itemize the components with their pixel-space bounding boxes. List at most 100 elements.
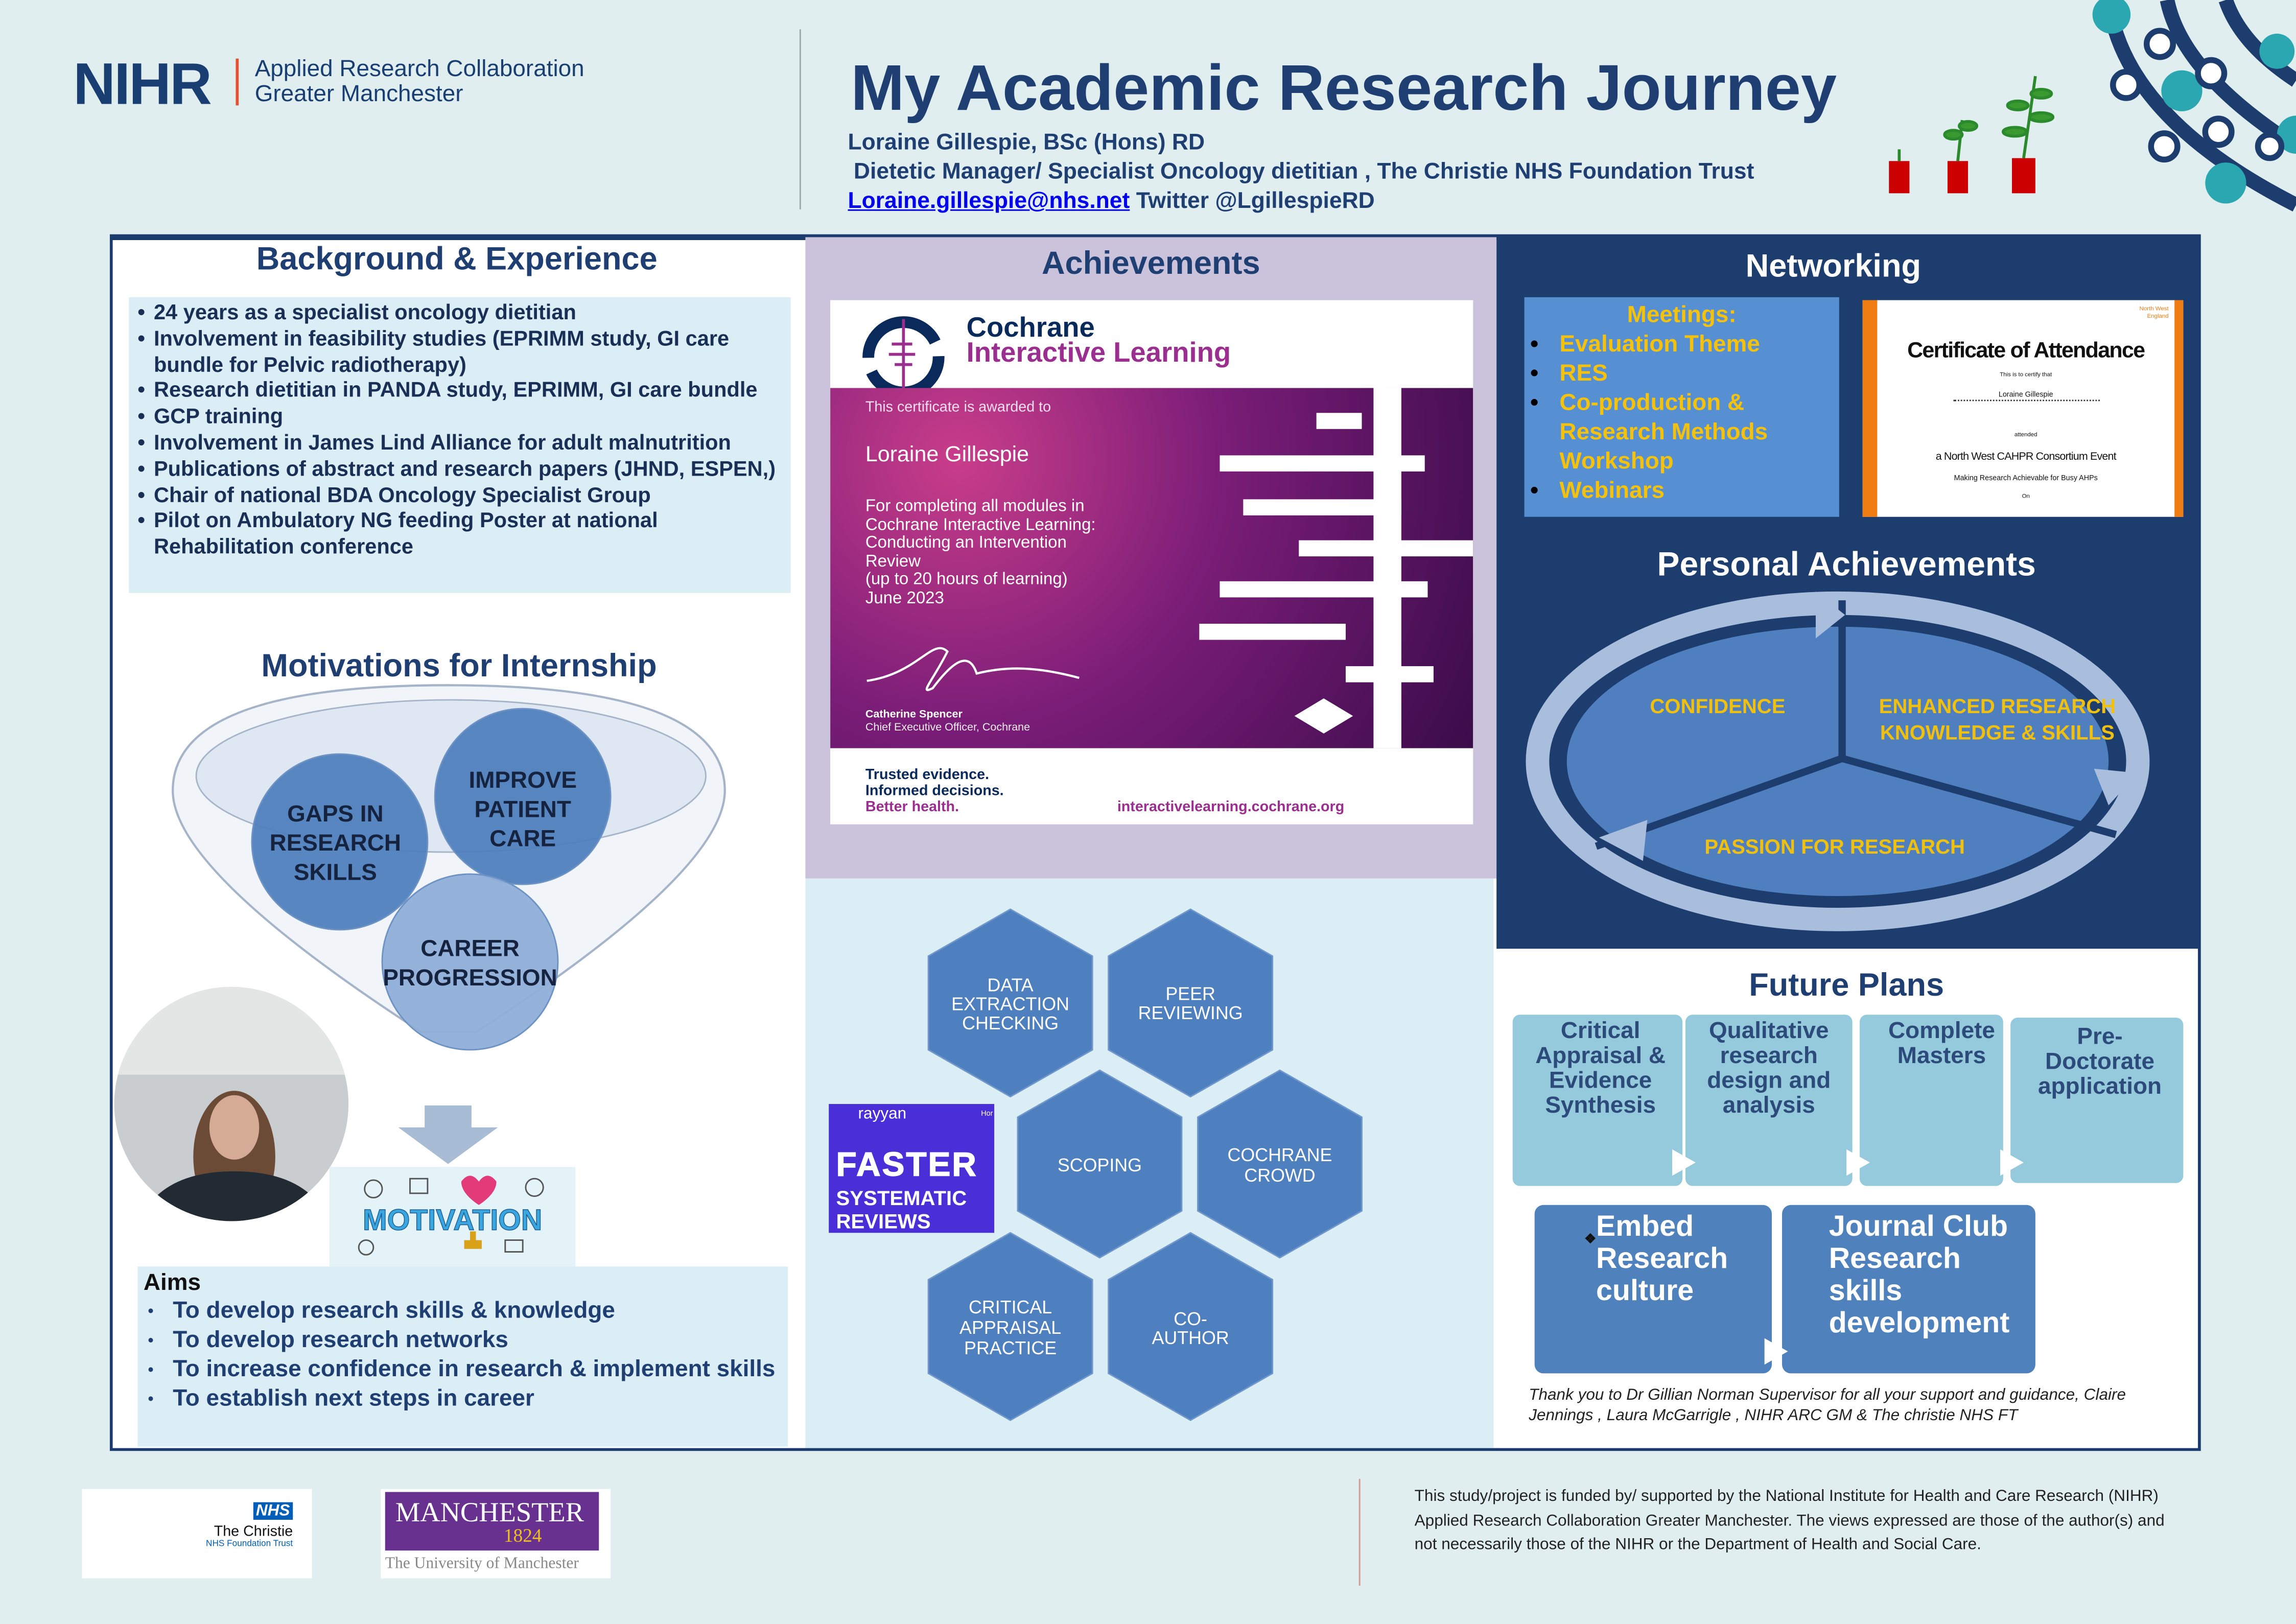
career-line: PROGRESSION: [383, 964, 557, 991]
background-item: Chair of national BDA Oncology Specialis…: [135, 484, 785, 510]
tagline-2: Informed decisions.: [865, 783, 1004, 799]
gaps-line: GAPS IN: [287, 800, 384, 827]
meetings-box: Meetings: Evaluation Theme RES Co-produc…: [1524, 297, 1839, 517]
cert-subtitle: Making Research Achievable for Busy AHPs: [1954, 474, 2098, 483]
meeting-item: Evaluation Theme: [1530, 331, 1833, 360]
step-arrow-icon: [1764, 1338, 1788, 1365]
aims-box: Aims To develop research skills & knowle…: [137, 1266, 788, 1447]
manchester-logo: MANCHESTER 1824 The University of Manche…: [381, 1489, 611, 1579]
arrow-down-icon: [398, 1105, 498, 1164]
improve-line: PATIENT: [475, 795, 571, 822]
manchester-logo-bg: [385, 1492, 599, 1551]
cochrane-brand-sub: Interactive Learning: [966, 338, 1231, 369]
cycle-arrowhead-icon: [1599, 820, 1648, 861]
signer-name: Catherine Spencer: [865, 707, 963, 721]
future-embed: Embed Research culture: [1596, 1211, 1728, 1308]
hex-label: CRITICAL: [969, 1297, 1052, 1317]
improve-line: IMPROVE: [468, 766, 576, 793]
funding-statement: This study/project is funded by/ support…: [1414, 1487, 2165, 1554]
hexagon: [1017, 1069, 1183, 1259]
gaps-line: RESEARCH: [270, 829, 401, 856]
logo-sub-line2: Greater Manchester: [254, 82, 463, 107]
hex-label: CHECKING: [962, 1013, 1059, 1033]
gaps-circle: [251, 753, 429, 931]
cochrane-tagline: Trusted evidence. Informed decisions. Be…: [865, 767, 1004, 816]
author-role: Dietetic Manager/ Specialist Oncology di…: [853, 159, 1754, 185]
meetings-list: Evaluation Theme RES Co-production & Res…: [1530, 331, 1833, 507]
rayyan-faster: FASTER: [836, 1145, 978, 1183]
cycle-enhanced: ENHANCED RESEARCH: [1879, 695, 2116, 718]
hexagon: [927, 908, 1093, 1098]
acknowledgements: Thank you to Dr Gillian Norman Superviso…: [1529, 1386, 2126, 1425]
certificate-body: For completing all modules in Cochrane I…: [865, 498, 1096, 607]
certificate-line: Cochrane Interactive Learning:: [865, 516, 1096, 534]
certificate-panel: This certificate is awarded to Loraine G…: [830, 388, 1473, 748]
career-line: CAREER: [420, 935, 520, 961]
hex-label: DATA: [988, 975, 1034, 995]
future-step: Complete Masters: [1859, 1015, 2003, 1186]
footer-divider: [1358, 1478, 1361, 1586]
meeting-item: Co-production & Research Methods Worksho…: [1530, 389, 1833, 477]
hex-label: APPRAISAL: [959, 1317, 1061, 1338]
certificate-awarded: This certificate is awarded to: [865, 399, 1051, 416]
cycle-ring: [1526, 591, 2150, 931]
aim-item: To develop research skills & knowledge: [144, 1297, 782, 1326]
motivation-word: MOTIVATION: [362, 1205, 543, 1237]
hex-label: CO-: [1174, 1309, 1207, 1329]
skills-hexagon-diagram: DATA EXTRACTION CHECKING PEER REVIEWING …: [927, 908, 1363, 1421]
certificate-line: Conducting an Intervention: [865, 534, 1067, 552]
certificate-bars-graphic: [866, 388, 1473, 748]
future-plans-title: Future Plans: [1749, 966, 1944, 1003]
motivation-image: MOTIVATION: [329, 1167, 576, 1267]
rayyan-systematic: SYSTEMATIC: [836, 1186, 967, 1210]
twitter-handle: Twitter @LgillespieRD: [1136, 189, 1375, 214]
tagline-1: Trusted evidence.: [865, 767, 990, 784]
logo-sub-line1: Applied Research Collaboration: [254, 57, 584, 82]
cert-title: Certificate of Attendance: [1907, 338, 2145, 363]
page-title: My Academic Research Journey: [851, 53, 1837, 125]
cochrane-url: interactivelearning.cochrane.org: [1117, 799, 1345, 816]
bullet-diamond-icon: ❖: [1584, 1231, 1597, 1246]
personal-achievements-cycle: CONFIDENCE ENHANCED RESEARCH KNOWLEDGE &…: [1526, 591, 2150, 931]
cycle-enhanced: KNOWLEDGE & SKILLS: [1880, 721, 2115, 744]
hex-label: REVIEWING: [1138, 1003, 1243, 1023]
certificate-line: Review: [865, 552, 921, 571]
meeting-item: Webinars: [1530, 477, 1833, 506]
background-item: Involvement in James Lind Alliance for a…: [135, 432, 785, 458]
step-arrow-icon: [2000, 1149, 2024, 1176]
improve-line: CARE: [489, 825, 556, 852]
cert-attended: attended: [2014, 430, 2037, 438]
manchester-year: 1824: [503, 1524, 542, 1546]
hex-label: PRACTICE: [964, 1338, 1057, 1358]
hex-label: PEER: [1165, 984, 1215, 1004]
personal-achievements-title: Personal Achievements: [1657, 545, 2036, 583]
cert-certify: This is to certify that: [2000, 370, 2052, 378]
hex-label: CROWD: [1244, 1165, 1315, 1186]
christie-logo: NHS The Christie NHS Foundation Trust: [82, 1489, 312, 1579]
aim-item: To increase confidence in research & imp…: [144, 1356, 782, 1385]
header-divider: [799, 29, 801, 209]
cert-name: Loraine Gillespie: [1952, 391, 2099, 402]
future-step: Critical Appraisal & Evidence Synthesis: [1512, 1015, 1683, 1186]
cert-org: North West England: [2139, 304, 2169, 319]
future-journal: Journal Club Research skills development: [1782, 1205, 2035, 1374]
author-photo: [114, 986, 349, 1221]
nihr-logo: NIHR: [73, 53, 212, 117]
background-list: 24 years as a specialist oncology dietit…: [129, 297, 791, 593]
signer-role: Chief Executive Officer, Cochrane: [865, 720, 1030, 734]
email-link[interactable]: Loraine.gillespie@nhs.net: [848, 189, 1130, 214]
background-item: GCP training: [135, 406, 785, 432]
hexagon: [1108, 908, 1274, 1098]
manchester-word: MANCHESTER: [395, 1498, 584, 1529]
meeting-item: RES: [1530, 360, 1833, 389]
hexagon: [1108, 1232, 1274, 1421]
motivation-funnel-diagram: GAPS IN RESEARCH SKILLS IMPROVE PATIENT …: [114, 684, 726, 1221]
future-step: Qualitative research design and analysis: [1685, 1015, 1853, 1186]
rayyan-image: rayyan Hor FASTER SYSTEMATIC REVIEWS: [829, 1104, 995, 1233]
christie-name: The Christie: [214, 1524, 293, 1541]
nihr-logo-subtitle: Applied Research Collaboration Greater M…: [255, 57, 584, 107]
cert-on: On: [2022, 492, 2030, 500]
step-arrow-icon: [1846, 1149, 1870, 1176]
hex-label: SCOPING: [1058, 1155, 1142, 1175]
